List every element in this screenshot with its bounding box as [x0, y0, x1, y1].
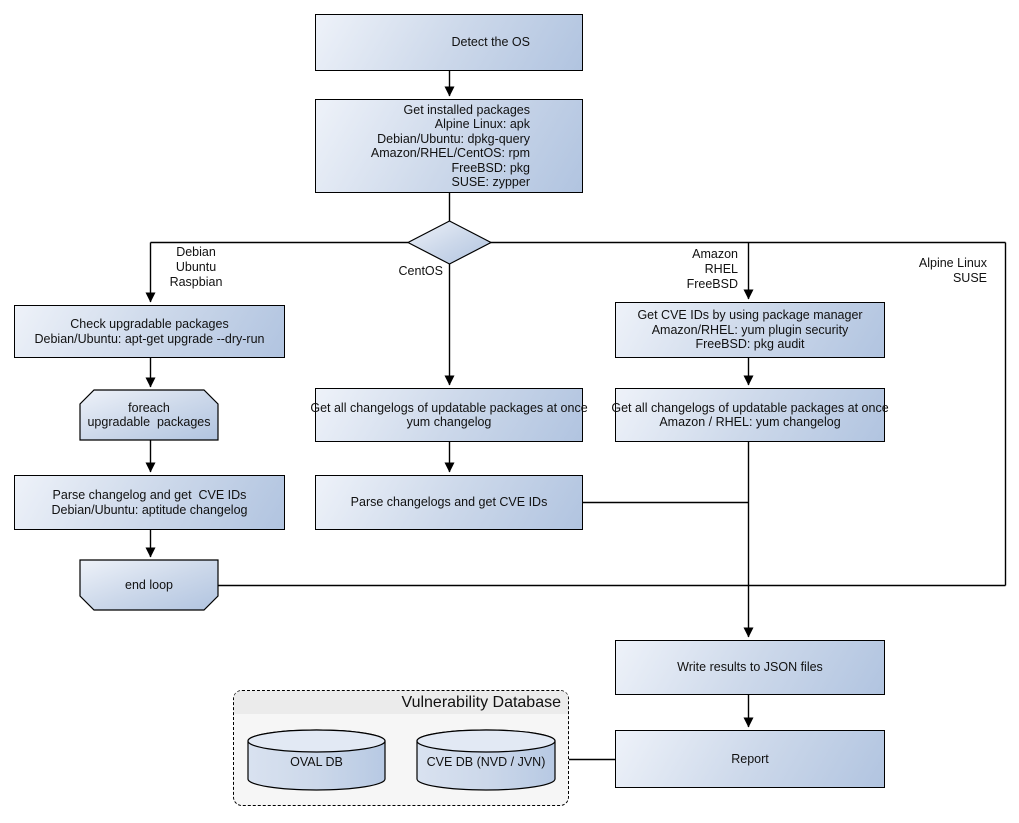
node-parse-changelogs-centos: Parse changelogs and get CVE IDs: [315, 475, 583, 530]
node-get-changelogs-amazon-rhel-label: Get all changelogs of updatable packages…: [611, 400, 889, 430]
vulnerability-database-title: Vulnerability Database: [401, 693, 562, 711]
node-get-installed-packages-label: Get installed packages Alpine Linux: apk…: [370, 102, 530, 190]
branch-label-centos: CentOS: [398, 264, 443, 278]
node-parse-changelogs-centos-label: Parse changelogs and get CVE IDs: [350, 495, 548, 510]
node-get-changelogs-amazon-rhel: Get all changelogs of updatable packages…: [611, 388, 889, 442]
node-get-changelogs-centos: Get all changelogs of updatable packages…: [310, 388, 588, 442]
node-parse-changelog-debian-label: Parse changelog and get CVE IDs Debian/U…: [51, 488, 248, 517]
branch-label-debian: Debian Ubuntu Raspbian: [169, 245, 223, 289]
oval-db-cylinder-top: [247, 729, 386, 753]
node-check-upgradable-packages-label: Check upgradable packages Debian/Ubuntu:…: [34, 317, 265, 346]
node-get-cve-ids-package-manager: Get CVE IDs by using package manager Ama…: [615, 302, 885, 358]
foreach-loop-shape: [79, 389, 219, 441]
cve-db-cylinder-top: [416, 729, 556, 753]
node-parse-changelog-debian: Parse changelog and get CVE IDs Debian/U…: [14, 475, 285, 530]
node-get-cve-ids-package-manager-label: Get CVE IDs by using package manager Ama…: [637, 308, 863, 352]
node-detect-os: Detect the OS: [315, 14, 583, 71]
node-report-label: Report: [731, 751, 769, 766]
node-detect-os-label: Detect the OS: [451, 35, 530, 50]
node-check-upgradable-packages: Check upgradable packages Debian/Ubuntu:…: [14, 305, 285, 358]
node-get-installed-packages: Get installed packages Alpine Linux: apk…: [315, 99, 583, 193]
node-report: Report: [615, 730, 885, 788]
vulnerability-database-header: Vulnerability Database: [234, 691, 568, 714]
os-decision-diamond: [406, 220, 493, 265]
node-write-results-json: Write results to JSON files: [615, 640, 885, 695]
end-loop-shape: [79, 559, 219, 611]
node-write-results-json-label: Write results to JSON files: [677, 660, 823, 675]
node-get-changelogs-centos-label: Get all changelogs of updatable packages…: [310, 400, 588, 430]
branch-label-alpine-suse: Alpine Linux SUSE: [918, 256, 987, 285]
branch-label-amazon-rhel-freebsd: Amazon RHEL FreeBSD: [686, 247, 738, 291]
